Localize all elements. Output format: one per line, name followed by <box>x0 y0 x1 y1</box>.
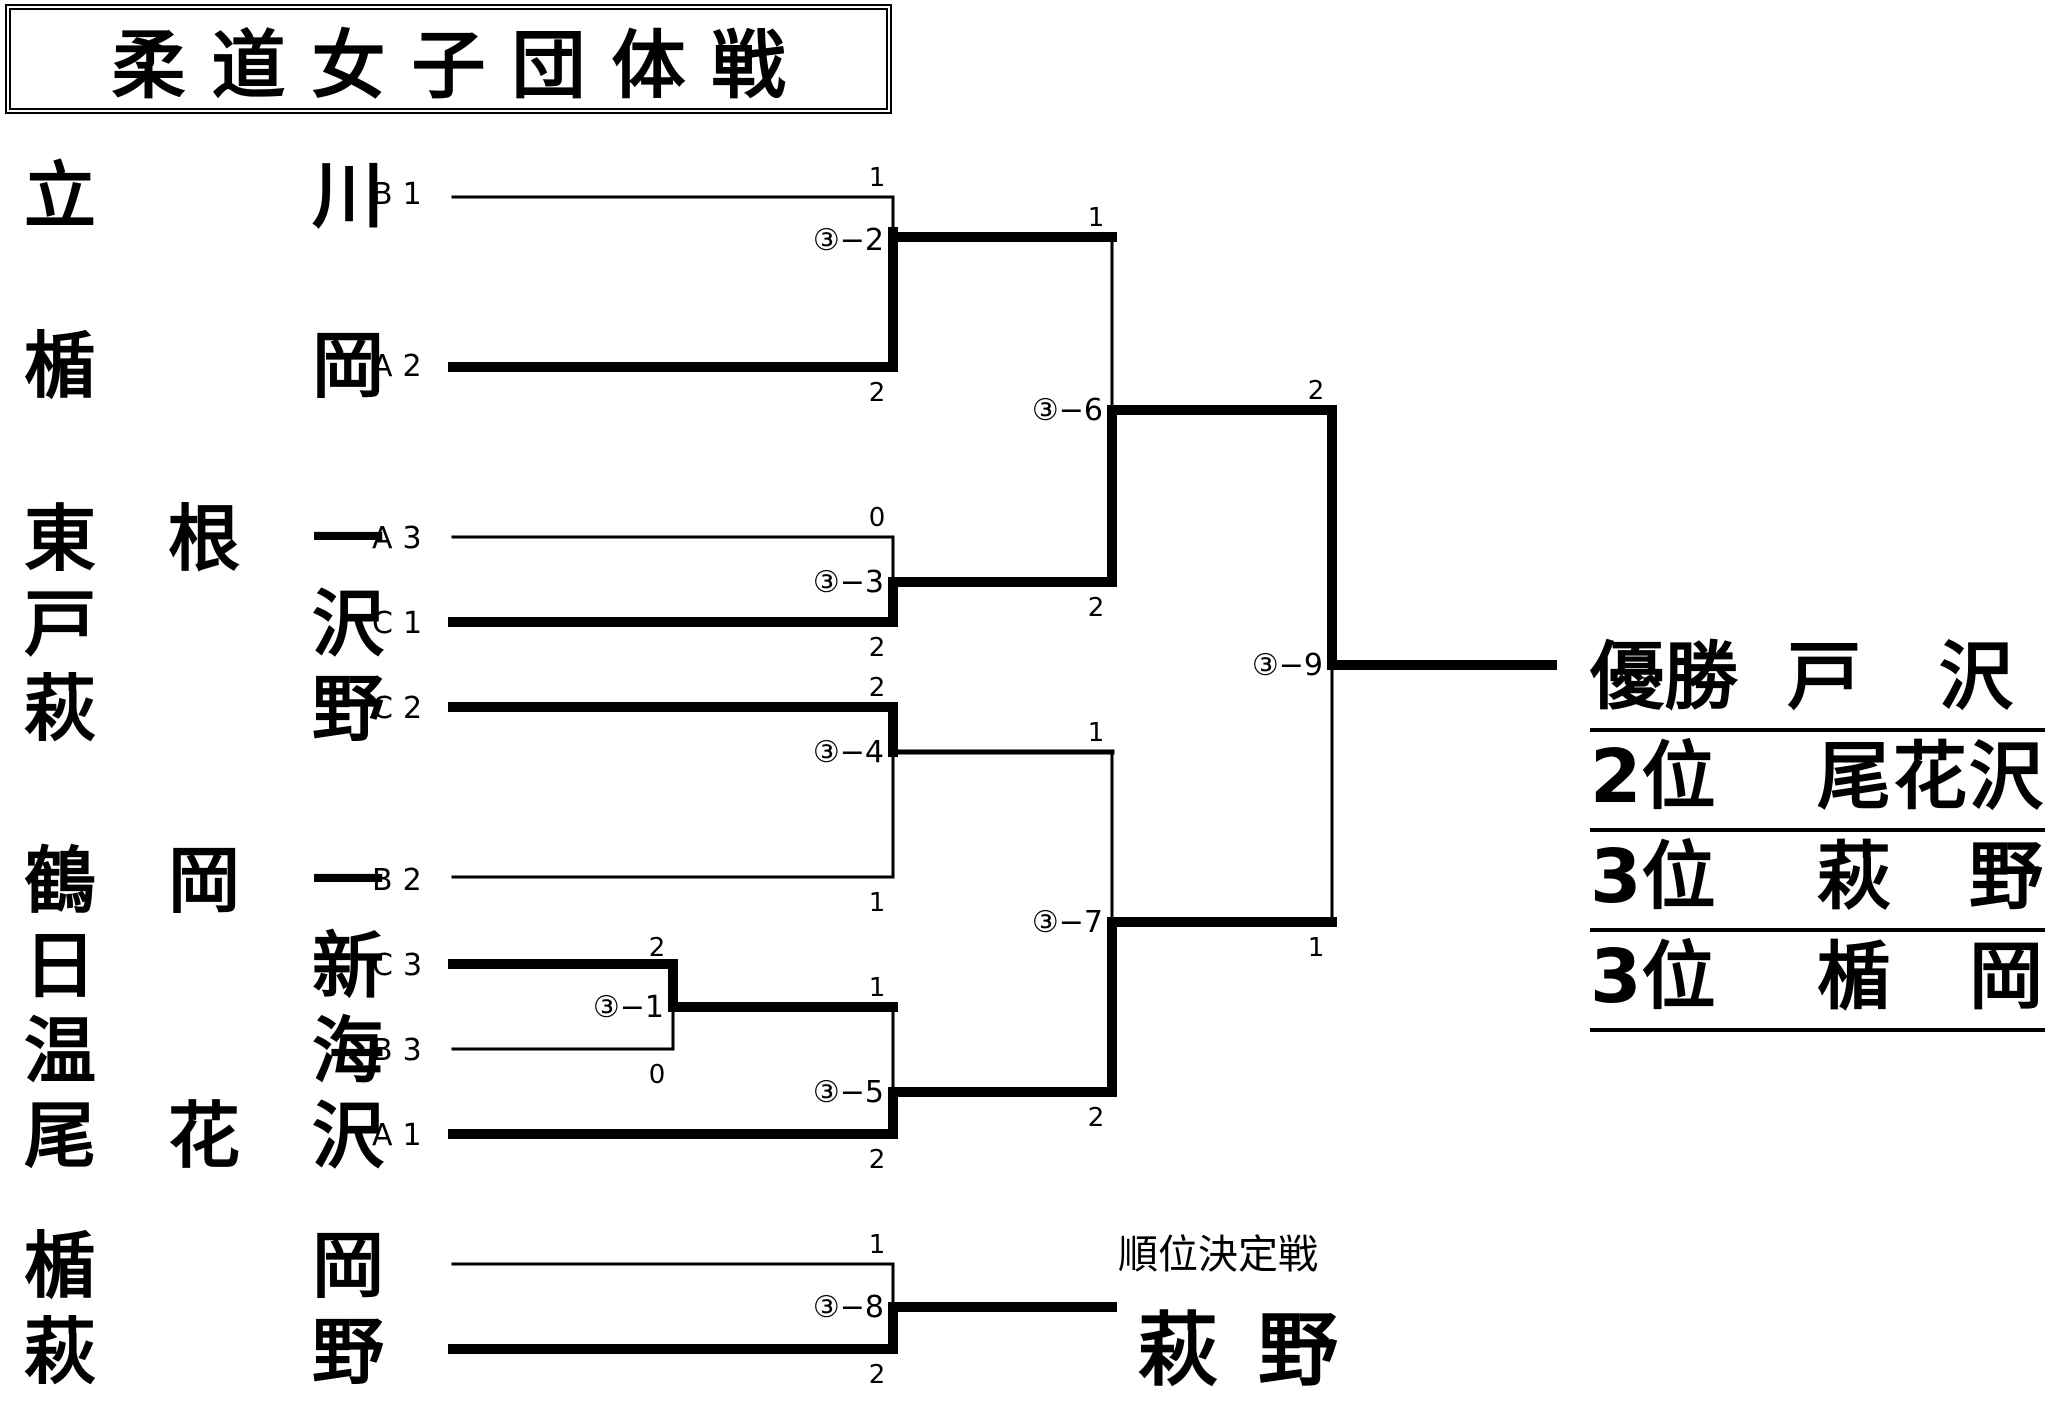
team-seed: B2 <box>372 863 432 898</box>
team-name: 日 新 <box>24 924 385 1008</box>
match-label: ③−2 <box>813 223 884 258</box>
bracket-line <box>451 1262 895 1309</box>
bracket-line <box>448 577 898 627</box>
team-name: 戸 沢 <box>24 582 385 666</box>
score: 2 <box>869 378 886 408</box>
result-row: 3位 萩 野 <box>1590 832 2045 932</box>
result-rank: 優勝 <box>1590 634 1738 720</box>
score: 1 <box>869 163 886 193</box>
title-box: 柔道女子団体戦 <box>5 4 892 114</box>
bracket-line <box>448 227 898 372</box>
score: 2 <box>1088 1103 1105 1133</box>
score: 0 <box>869 503 886 533</box>
team-name: 立 川 <box>24 154 385 238</box>
score: 2 <box>869 633 886 663</box>
result-rank: 3位 <box>1590 934 1716 1020</box>
team-name: 鶴 岡 一 <box>24 839 385 923</box>
team-name: 楯 岡 <box>24 1224 385 1308</box>
score: 0 <box>649 1060 666 1090</box>
result-team: 尾花沢 <box>1817 734 2045 820</box>
team-name: 東 根 一 <box>24 497 385 581</box>
team-name: 萩 野 <box>24 667 385 751</box>
score: 1 <box>869 1230 886 1260</box>
team-seed: B3 <box>372 1033 432 1068</box>
score: 1 <box>869 888 886 918</box>
score: 1 <box>1088 718 1105 748</box>
team-name: 温 海 <box>24 1009 385 1093</box>
team-seed: A2 <box>372 349 432 384</box>
score: 1 <box>1308 933 1325 963</box>
match-label: ③−1 <box>593 990 664 1025</box>
score: 2 <box>869 673 886 703</box>
team-seed: C2 <box>372 691 433 726</box>
result-team: 楯 岡 <box>1817 934 2045 1020</box>
bracket-line <box>448 702 898 757</box>
team-name: 楯 岡 <box>24 324 385 408</box>
team-seed: B1 <box>372 177 432 212</box>
match-label: ③−5 <box>813 1075 884 1110</box>
score: 1 <box>869 973 886 1003</box>
team-seed: A3 <box>372 521 432 556</box>
bracket-line <box>451 1005 675 1051</box>
match-label: ③−4 <box>813 735 884 770</box>
result-rank: 2位 <box>1590 734 1716 820</box>
result-team: 戸 沢 <box>1787 634 2015 720</box>
score: 2 <box>869 1145 886 1175</box>
score: 1 <box>1088 203 1105 233</box>
placement-winner: 萩野 <box>1138 1304 1378 1397</box>
team-name: 尾 花 沢 <box>24 1094 385 1178</box>
bracket-line <box>451 535 895 584</box>
bracket-line <box>448 1087 898 1139</box>
score: 2 <box>649 933 666 963</box>
team-seed: C3 <box>372 948 433 983</box>
match-label: ③−9 <box>1252 648 1323 683</box>
score: 2 <box>1088 593 1105 623</box>
match-label: ③−3 <box>813 565 884 600</box>
result-row: 3位 楯 岡 <box>1590 932 2045 1032</box>
bracket-line <box>448 1302 898 1354</box>
bracket-line <box>451 750 895 879</box>
placement-title: 順位決定戦 <box>1118 1232 1318 1278</box>
bracket-line <box>451 195 895 234</box>
results-list: 優勝 戸 沢 2位 尾花沢 3位 萩 野 3位 楯 岡 <box>1590 632 2045 1032</box>
bracket-title: 柔道女子団体戦 <box>111 22 812 109</box>
result-row: 2位 尾花沢 <box>1590 732 2045 832</box>
result-rank: 3位 <box>1590 834 1716 920</box>
team-seed: C1 <box>372 606 433 641</box>
score: 2 <box>869 1360 886 1390</box>
result-row: 優勝 戸 沢 <box>1590 632 2045 732</box>
score: 2 <box>1308 376 1325 406</box>
bracket-line <box>448 959 678 1012</box>
match-label: ③−8 <box>813 1290 884 1325</box>
match-label: ③−6 <box>1032 393 1103 428</box>
team-name: 萩 野 <box>24 1310 385 1394</box>
result-team: 萩 野 <box>1817 834 2045 920</box>
match-label: ③−7 <box>1032 905 1103 940</box>
team-seed: A1 <box>372 1118 432 1153</box>
